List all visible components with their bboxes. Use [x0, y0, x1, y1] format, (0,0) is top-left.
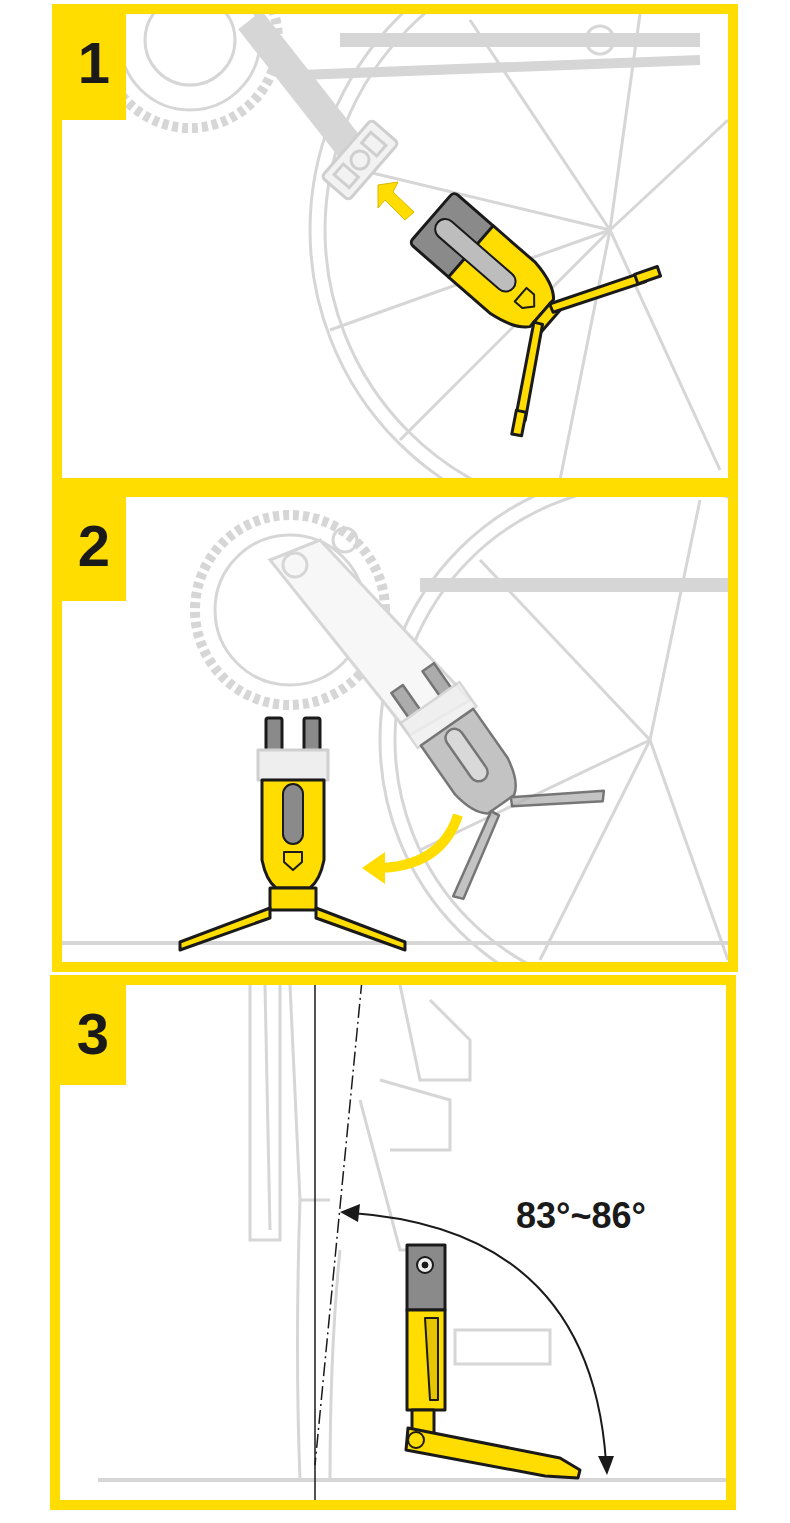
step-number: 2: [62, 497, 126, 575]
panel-frames: [55, 9, 733, 1505]
step-tab: 3: [60, 985, 126, 1085]
angle-label: 83°~86°: [512, 1196, 650, 1236]
step-tab: 1: [62, 14, 126, 120]
step-number: 1: [62, 14, 126, 92]
panel-two-art: [62, 497, 728, 962]
step-tab: 2: [62, 497, 126, 601]
step-number: 3: [60, 985, 126, 1063]
panel-three-art: [98, 985, 726, 1500]
panel-one-art: [102, 14, 728, 478]
